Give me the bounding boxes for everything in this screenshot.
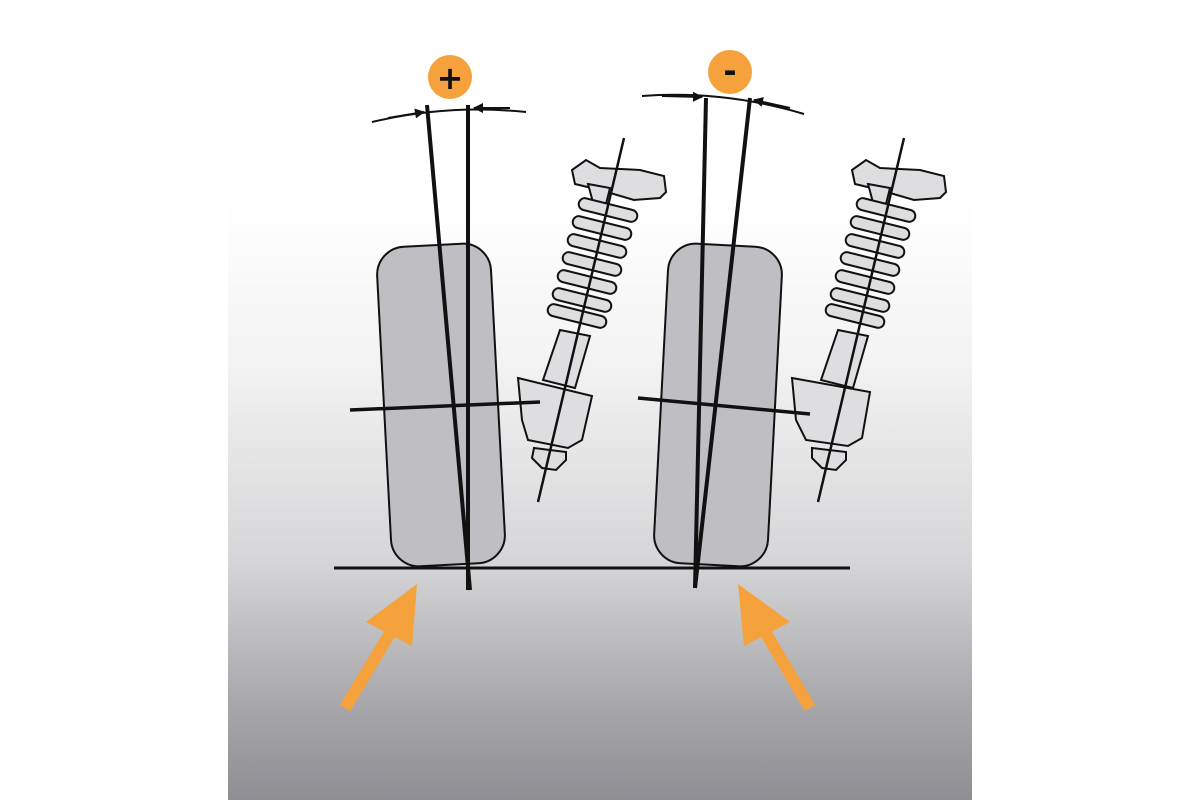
left-axle-line xyxy=(349,400,541,412)
right-strut-knuckle xyxy=(790,376,872,448)
positive-symbol: + xyxy=(437,59,464,97)
right-strut-assembly xyxy=(790,137,948,503)
right-strut-top-mount xyxy=(850,158,948,202)
right-axle-line xyxy=(637,396,811,416)
left-angle-arrow-left xyxy=(387,108,425,119)
arrow-up-left-icon xyxy=(738,584,816,712)
negative-camber-assembly: - xyxy=(637,50,948,712)
arrow-up-right-icon xyxy=(339,584,417,712)
plus-icon: + xyxy=(428,55,472,99)
right-strut-body xyxy=(819,328,870,390)
minus-icon: - xyxy=(708,50,752,94)
positive-camber-assembly: + xyxy=(339,55,668,712)
left-strut-body xyxy=(541,328,592,390)
right-strut-spring xyxy=(824,197,917,329)
left-strut-top-mount xyxy=(570,158,668,202)
right-strut-axis-line xyxy=(816,137,906,503)
left-strut-axis-line xyxy=(536,137,626,503)
right-angle-arrow-left xyxy=(661,91,703,102)
left-strut-knuckle xyxy=(516,376,594,450)
right-wheel-centerline xyxy=(693,97,752,589)
negative-symbol: - xyxy=(723,52,736,90)
right-angle-arrow-right xyxy=(753,97,791,109)
right-camber-angle-arc xyxy=(641,93,805,115)
left-camber-angle-arc xyxy=(371,108,527,123)
left-strut-assembly xyxy=(516,137,668,503)
right-vertical-reference-line xyxy=(693,97,708,589)
left-strut-spring xyxy=(546,197,639,329)
left-wheel-centerline xyxy=(425,104,472,591)
